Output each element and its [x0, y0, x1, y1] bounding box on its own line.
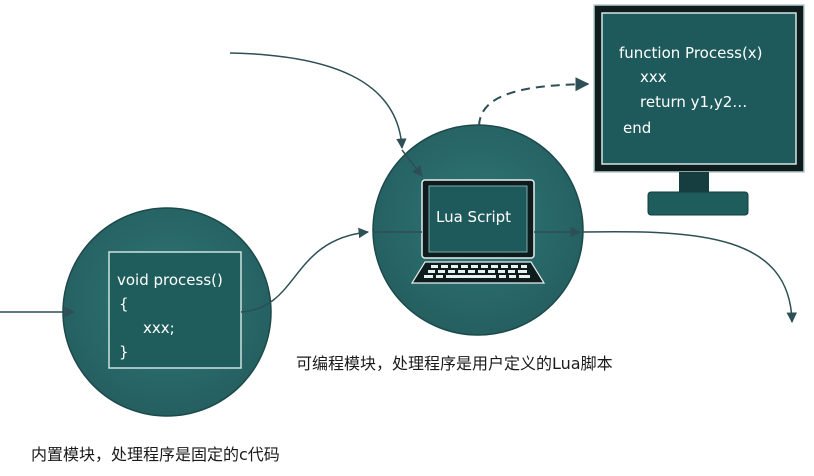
- builtin-code-line: void process(): [117, 271, 223, 289]
- builtin-module: void process() { xxx; }: [62, 207, 272, 417]
- builtin-code-box: [108, 251, 242, 369]
- script-link-arrow: [478, 77, 590, 127]
- connectors: [0, 52, 798, 324]
- builtin-code-line: xxx;: [143, 319, 175, 337]
- programmable-module-caption: 可编程模块，处理程序是用户定义的Lua脚本: [296, 354, 613, 373]
- lua-script-label: Lua Script: [436, 208, 511, 226]
- laptop-icon: Lua Script: [410, 179, 546, 284]
- monitor-neck: [679, 172, 709, 194]
- builtin-module-caption: 内置模块，处理程序是固定的c代码: [31, 445, 280, 464]
- monitor-code-line: return y1,y2…: [640, 93, 747, 111]
- keyboard-keys: [424, 265, 530, 278]
- monitor-icon: function Process(x) xxx return y1,y2… en…: [593, 4, 805, 216]
- monitor-code-line: function Process(x): [619, 44, 763, 62]
- programmable-module: Lua Script: [372, 124, 584, 336]
- top-input-inner-arrow: [401, 149, 423, 177]
- monitor-base: [647, 191, 749, 216]
- builtin-code-line: {: [119, 295, 129, 313]
- monitor-code-line: xxx: [640, 68, 667, 86]
- builtin-to-programmable-arrow: [240, 227, 370, 313]
- top-input-arrow: [229, 52, 407, 150]
- monitor-code-line: end: [623, 119, 651, 137]
- output-arrow: [582, 230, 798, 324]
- builtin-code-line: }: [119, 343, 129, 361]
